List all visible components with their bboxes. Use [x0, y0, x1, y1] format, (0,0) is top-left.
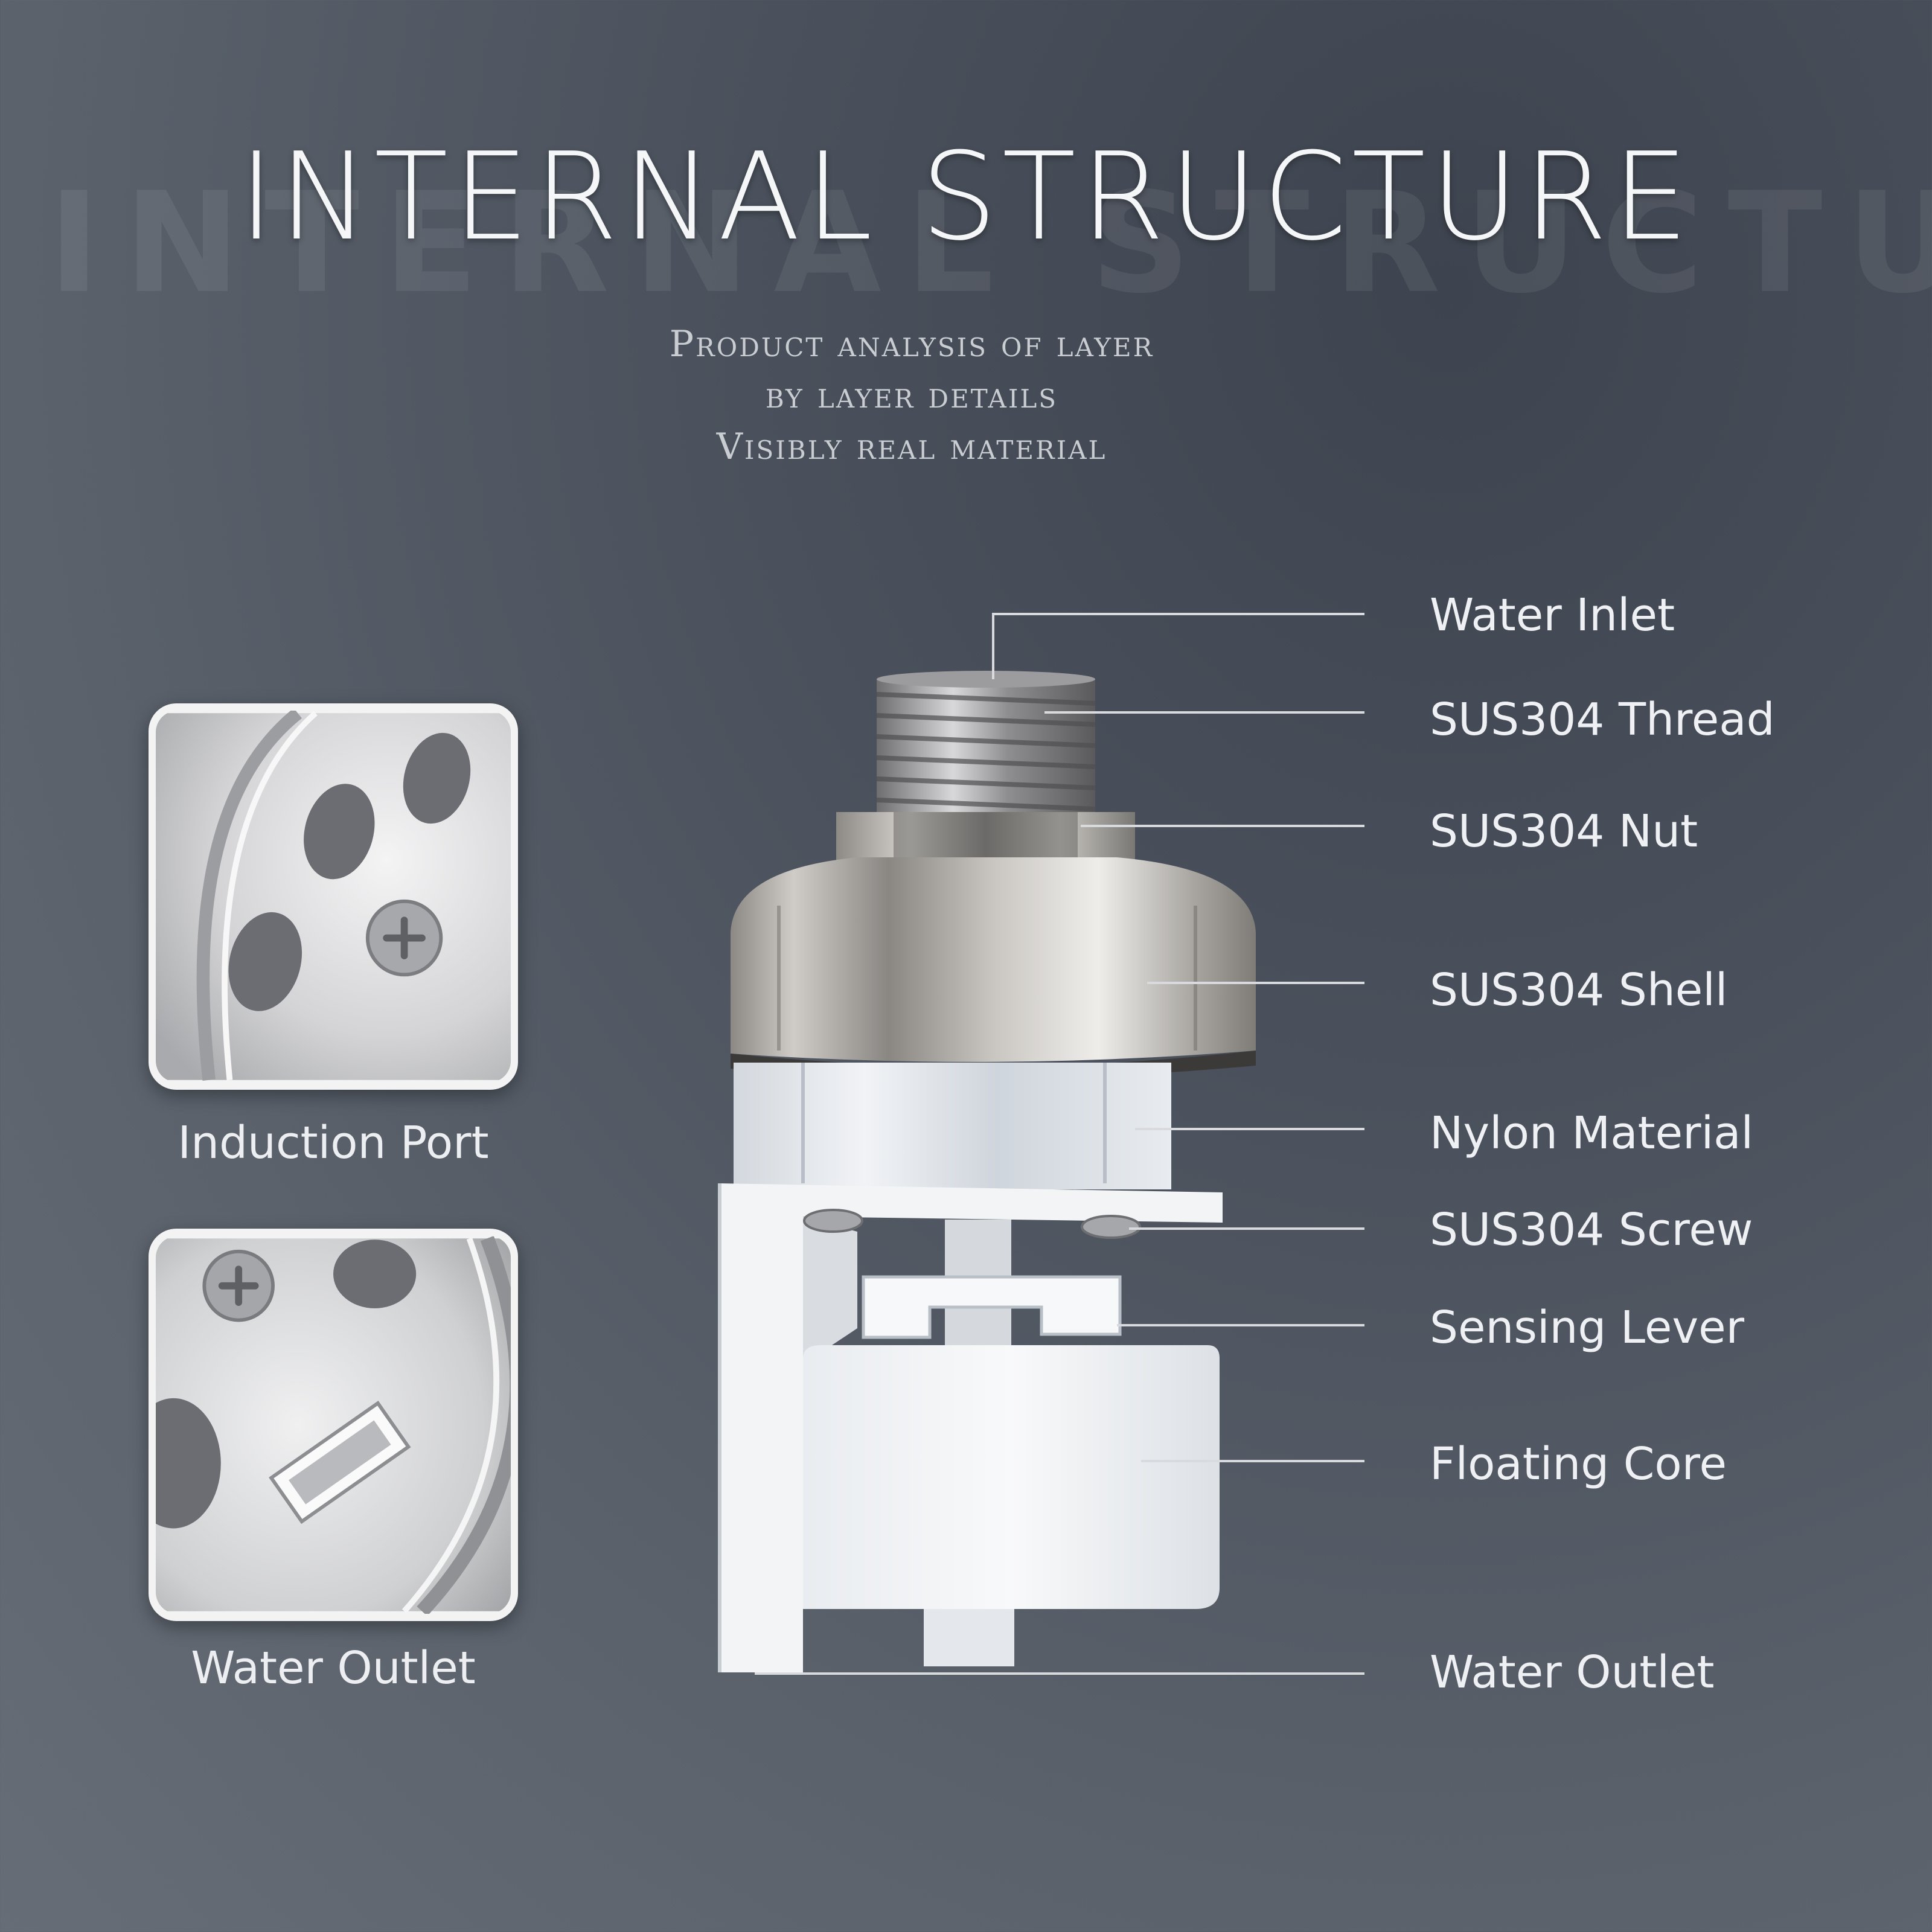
callout-sus304-shell: SUS304 Shell	[1430, 964, 1728, 1016]
callout-sus304-screw: SUS304 Screw	[1430, 1204, 1753, 1256]
induction-port-closeup-icon	[156, 711, 511, 1081]
induction-port-inset	[149, 703, 518, 1090]
subtitle-line-2: by layer details	[765, 374, 1058, 417]
callout-water-outlet: Water Outlet	[1430, 1646, 1715, 1698]
sus304-screws	[803, 1209, 1141, 1239]
callout-nylon-material: Nylon Material	[1430, 1107, 1754, 1159]
page-title: Internal Structure	[238, 127, 1694, 267]
ghost-title-watermark: Internal Structure	[48, 163, 1932, 324]
callout-sensing-lever: Sensing Lever	[1430, 1302, 1745, 1354]
callout-floating-core: Floating Core	[1430, 1438, 1727, 1490]
induction-port-label: Induction Port	[178, 1117, 489, 1169]
nylon-bracket	[718, 1183, 1223, 1672]
leader-lines	[755, 613, 1364, 1675]
floating-core	[803, 1345, 1220, 1666]
nylon-body	[734, 1063, 1171, 1189]
subtitle-line-1: Product analysis of layer	[669, 323, 1154, 365]
sus304-shell	[731, 857, 1256, 1079]
callout-water-inlet: Water Inlet	[1430, 589, 1675, 641]
water-outlet-inset	[149, 1229, 518, 1621]
sus304-nut	[836, 812, 1135, 871]
water-outlet-closeup-icon	[156, 1236, 511, 1614]
sus304-thread	[876, 671, 1096, 815]
sensing-lever	[862, 1275, 1122, 1339]
subtitle-line-3: Visibly real material	[716, 426, 1107, 468]
callout-sus304-nut: SUS304 Nut	[1430, 805, 1698, 857]
callout-sus304-thread: SUS304 Thread	[1430, 694, 1775, 746]
water-outlet-inset-label: Water Outlet	[191, 1642, 476, 1694]
